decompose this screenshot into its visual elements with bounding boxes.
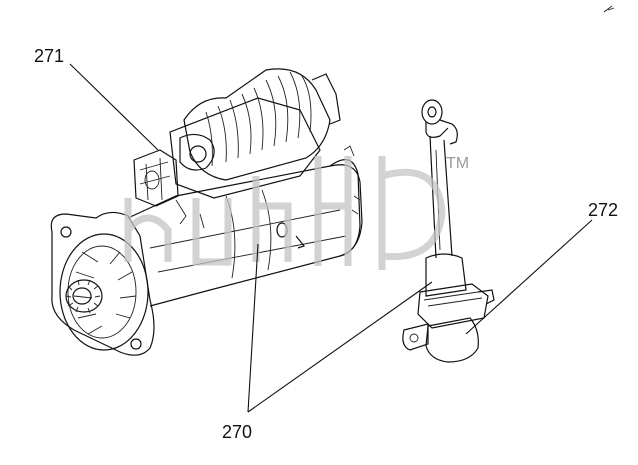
solenoid-relay xyxy=(179,68,341,181)
switch-flange-detail xyxy=(423,291,483,307)
relay-bracket xyxy=(311,73,341,125)
pinion-gear xyxy=(65,279,103,313)
motor-body xyxy=(127,164,363,307)
solenoid-switch xyxy=(402,99,495,363)
terminal-crimp xyxy=(425,122,449,138)
callout-270: 270 xyxy=(222,243,433,442)
cable-boot xyxy=(439,119,458,145)
relay-connector-pin xyxy=(189,145,207,163)
leader-line-270-motor xyxy=(247,243,259,413)
callout-label-272: 272 xyxy=(588,200,618,220)
nose-housing-inner xyxy=(67,245,137,339)
switch-mount-hole xyxy=(409,333,419,343)
callout-272: 272 xyxy=(465,200,618,335)
end-cap-studs xyxy=(343,145,361,215)
leader-line-270-switch xyxy=(247,281,433,413)
switch-body xyxy=(425,317,479,363)
pinion-hub xyxy=(72,287,92,305)
cable-plug xyxy=(133,149,179,207)
terminal-stud xyxy=(295,235,306,249)
body-fasteners xyxy=(175,199,205,229)
corner-mark xyxy=(603,5,615,13)
cable-plug-detail xyxy=(139,157,171,201)
solenoid-housing xyxy=(169,97,321,199)
leader-line-272 xyxy=(465,219,593,335)
ring-terminal xyxy=(421,99,443,125)
nose-ribs xyxy=(73,251,137,335)
watermark-logo xyxy=(124,156,446,270)
callout-271: 271 xyxy=(34,46,159,151)
callout-label-270: 270 xyxy=(222,422,252,442)
switch-terminal xyxy=(477,289,495,305)
leader-line-271 xyxy=(69,63,159,151)
starter-motor xyxy=(50,68,363,356)
callout-label-271: 271 xyxy=(34,46,64,66)
flange-bolt-hole xyxy=(130,338,142,350)
ring-terminal-hole xyxy=(427,106,437,118)
nose-housing xyxy=(59,233,149,351)
switch-mount-ear xyxy=(402,323,429,351)
pinion-teeth xyxy=(65,279,101,314)
cable-plug-socket xyxy=(144,170,160,190)
flange-bolt-hole xyxy=(60,226,72,238)
relay-connector xyxy=(179,133,215,171)
watermark-tm: TM xyxy=(446,155,469,172)
